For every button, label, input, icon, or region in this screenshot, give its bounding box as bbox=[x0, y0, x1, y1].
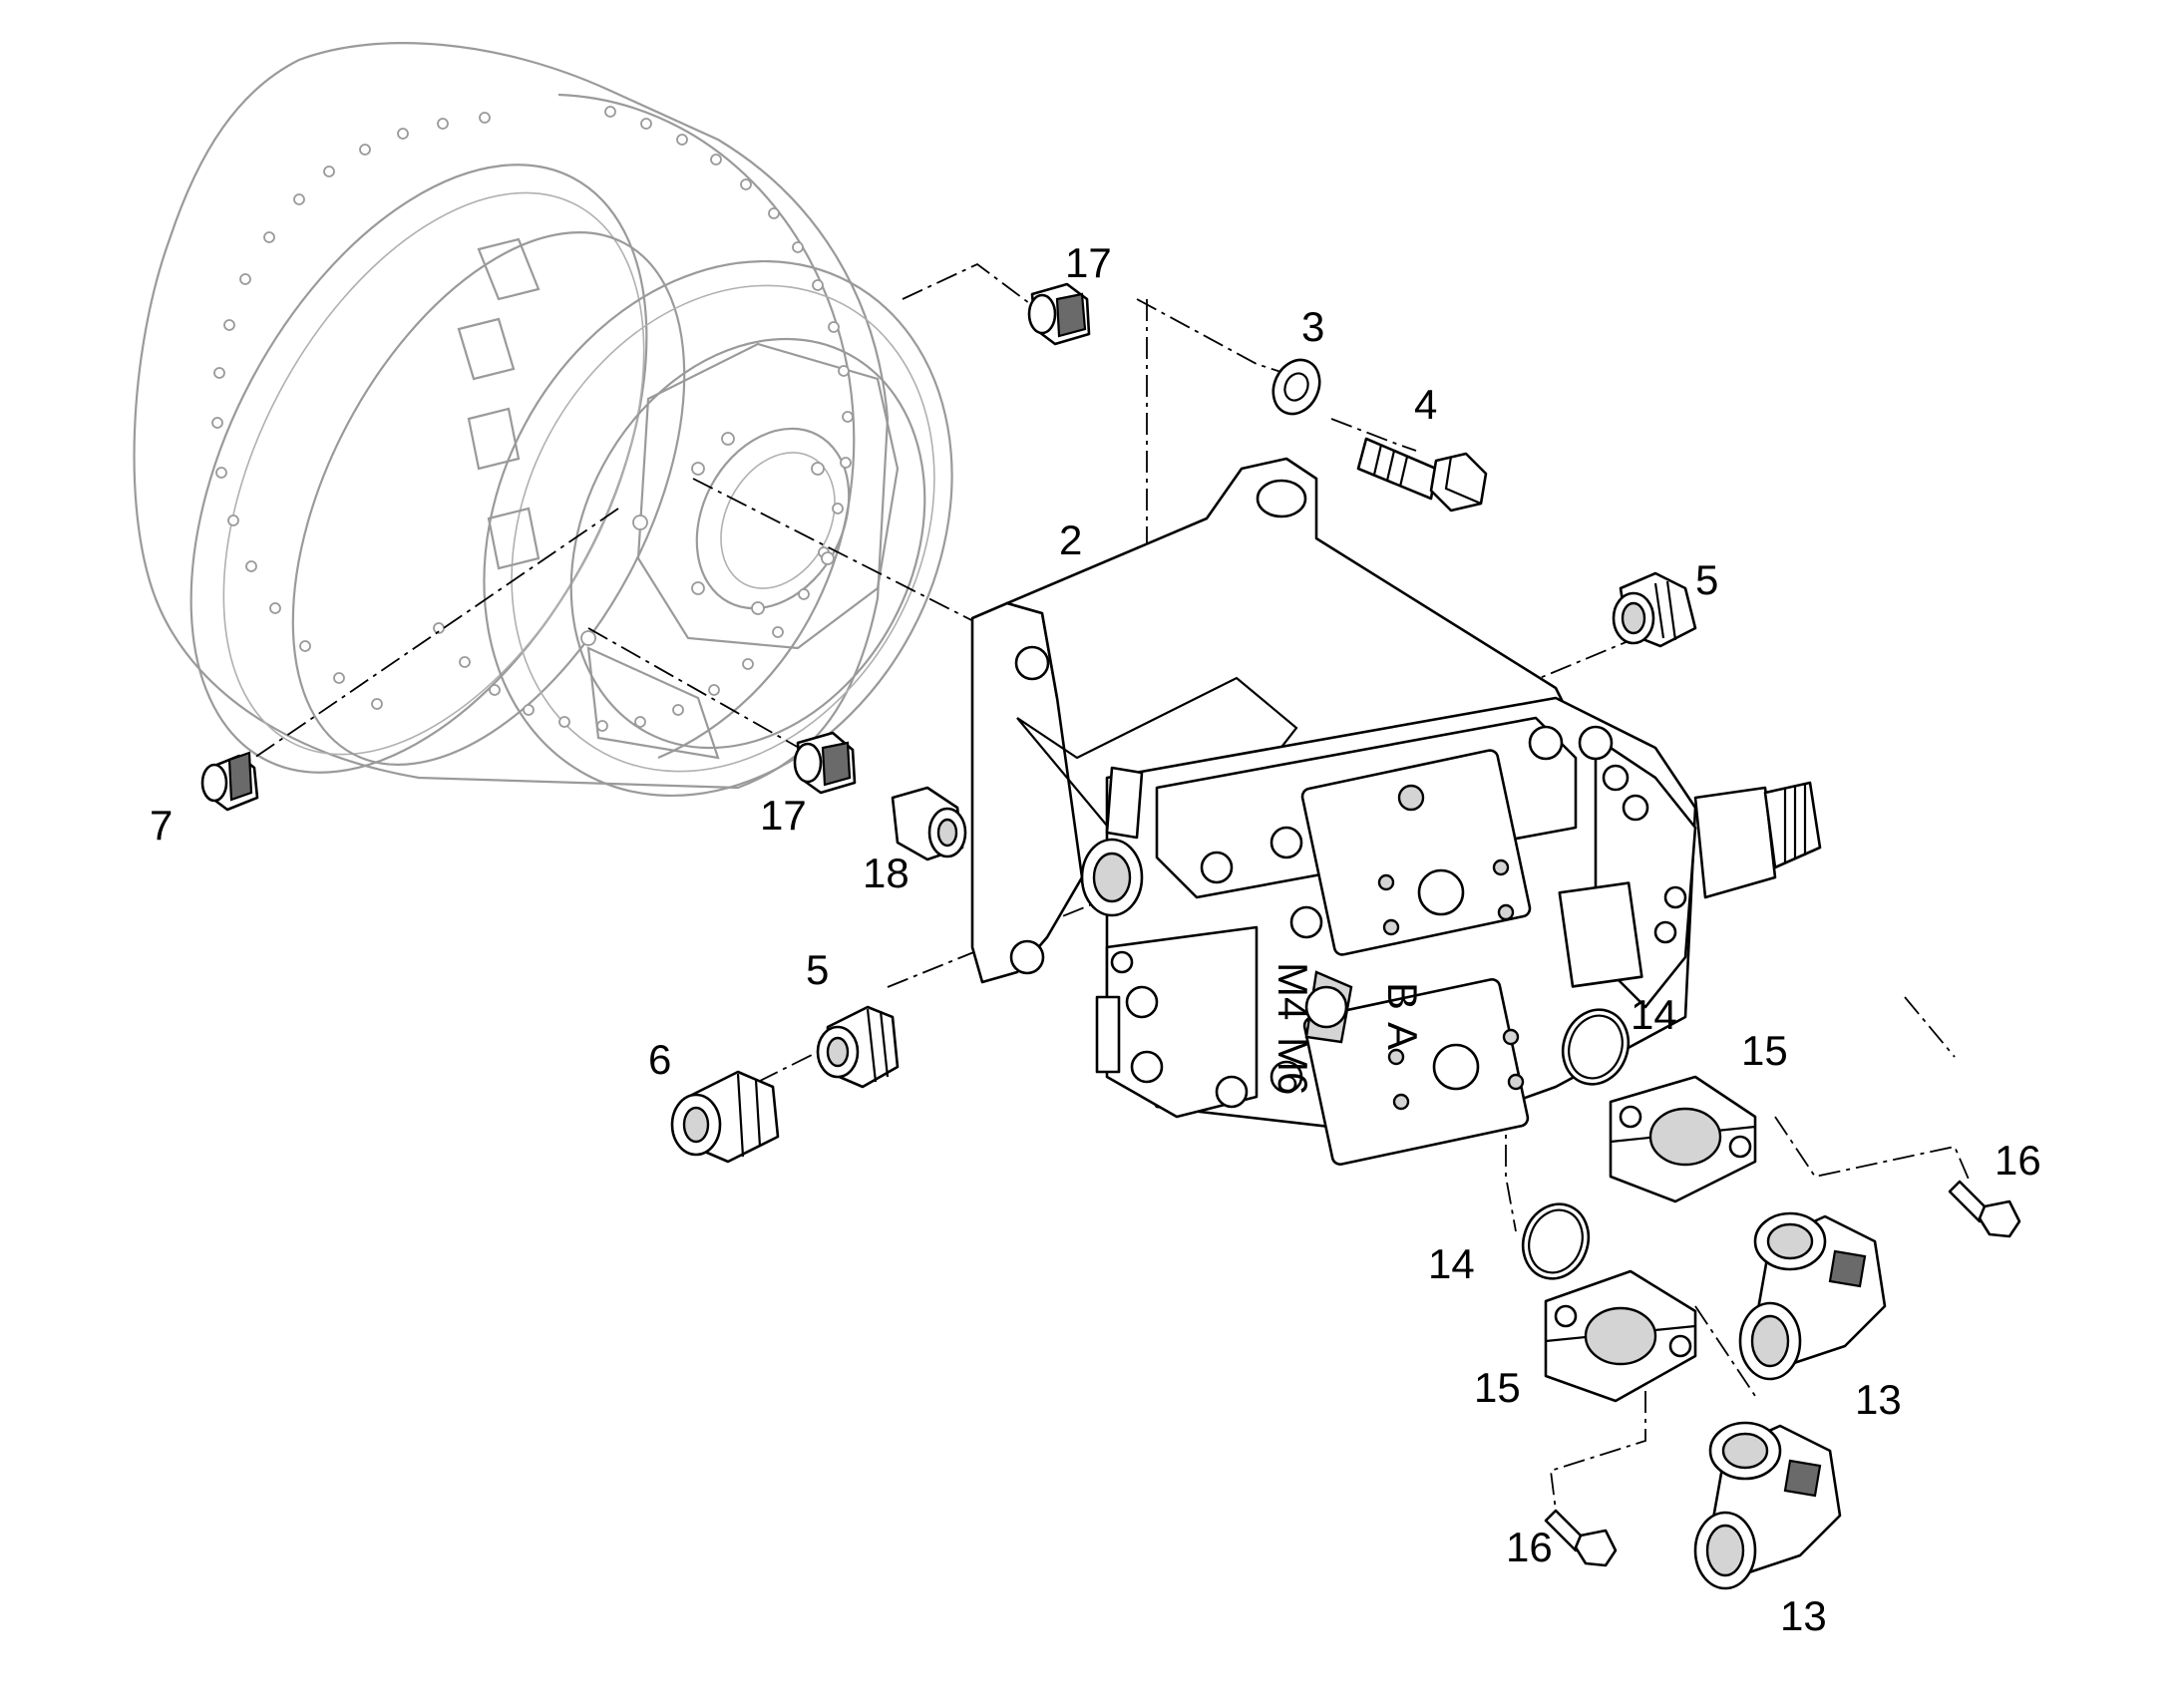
motor-body: B A M4 M6 bbox=[970, 457, 1822, 1166]
elbow-part-13-upper bbox=[1738, 1211, 1887, 1381]
flange-part-15-upper bbox=[1609, 1075, 1757, 1203]
bolt-part-4 bbox=[1356, 437, 1488, 512]
callout-16-lower: 16 bbox=[1506, 1524, 1553, 1570]
callout-13-upper: 13 bbox=[1855, 1376, 1902, 1423]
o-ring-part-14-lower bbox=[1521, 1202, 1591, 1280]
callout-17-mid: 17 bbox=[760, 792, 807, 839]
callout-15-lower: 15 bbox=[1474, 1364, 1521, 1411]
m4-marking: M4 bbox=[1270, 962, 1316, 1020]
o-ring-part-14-upper bbox=[1561, 1008, 1631, 1086]
callout-13-lower: 13 bbox=[1780, 1592, 1827, 1639]
callout-6: 6 bbox=[648, 1036, 671, 1083]
callout-2: 2 bbox=[1059, 516, 1082, 563]
final-drive-housing-ghost bbox=[133, 42, 953, 798]
callout-17-top: 17 bbox=[1065, 239, 1112, 286]
fitting-part-7 bbox=[200, 751, 259, 812]
fitting-part-17-mid bbox=[793, 731, 857, 795]
callout-5-bottom: 5 bbox=[806, 946, 829, 993]
flange-part-15-lower bbox=[1544, 1269, 1697, 1403]
washer-part-3 bbox=[1272, 358, 1321, 416]
elbow-part-13-lower bbox=[1693, 1421, 1842, 1590]
fitting-part-18 bbox=[891, 786, 967, 861]
callout-16-upper: 16 bbox=[1995, 1137, 2041, 1184]
port-a-marking: A bbox=[1379, 1022, 1426, 1050]
nut-part-6 bbox=[670, 1070, 780, 1164]
bolt-part-16-lower bbox=[1544, 1509, 1618, 1567]
m6-marking: M6 bbox=[1270, 1037, 1316, 1095]
port-b-marking: B bbox=[1379, 982, 1426, 1010]
callout-14-upper: 14 bbox=[1631, 991, 1677, 1038]
callout-5-top: 5 bbox=[1695, 556, 1718, 603]
callout-14-lower: 14 bbox=[1428, 1240, 1475, 1287]
fitting-part-17-top bbox=[1027, 282, 1091, 346]
bolt-part-16-upper bbox=[1948, 1180, 2021, 1238]
callout-18: 18 bbox=[863, 850, 909, 896]
callout-3: 3 bbox=[1301, 303, 1324, 350]
plug-part-5-top bbox=[1612, 571, 1697, 648]
callout-15-upper: 15 bbox=[1741, 1027, 1788, 1074]
callout-7: 7 bbox=[150, 802, 173, 849]
adapter-part-5-bottom bbox=[816, 1005, 900, 1089]
callout-4: 4 bbox=[1414, 381, 1437, 428]
final-drive-bolt-holes-ghost bbox=[211, 106, 854, 732]
